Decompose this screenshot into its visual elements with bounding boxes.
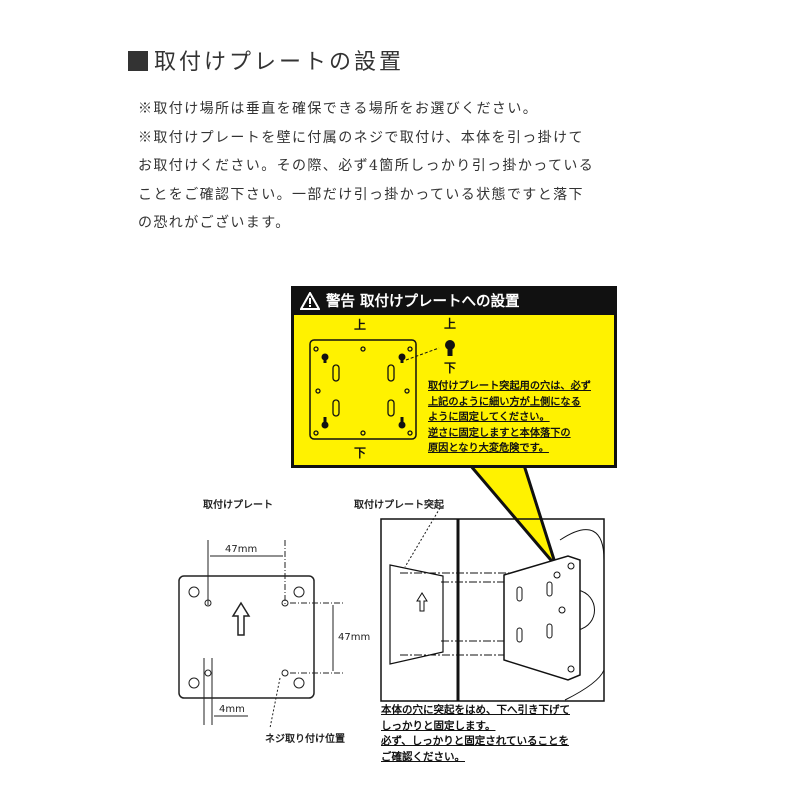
note-line: ※取付け場所は垂直を確保できる場所をお選びください。 xyxy=(138,101,539,117)
svg-text:上: 上 xyxy=(354,317,366,332)
warning-line: 原因となり大変危険です。 xyxy=(428,443,549,454)
note-line: ことをご確認下さい。一部だけ引っ掛かっている状態ですと落下 xyxy=(138,186,584,203)
warning-text: 取付けプレート突起用の穴は、必ず 上記のように細い方が上側になる ように固定して… xyxy=(428,379,591,457)
warning-box: 警告 取付けプレートへの設置 上 下 上 下 取付けプレート突起用の穴は、必ず … xyxy=(291,286,617,468)
plate-orientation-illustration: 上 下 上 下 xyxy=(309,316,456,460)
svg-text:下: 下 xyxy=(354,446,366,460)
page-title: 取付けプレートの設置 xyxy=(128,44,404,76)
warning-header: 警告 取付けプレートへの設置 xyxy=(294,289,614,315)
warning-line: 取付けプレート突起用の穴は、必ず xyxy=(428,381,591,392)
plate-diagram-label: 取付けプレート xyxy=(203,500,273,511)
square-bullet-icon xyxy=(128,51,148,71)
note-line: ※取付けプレートを壁に付属のネジで取付け、本体を引っ掛けて xyxy=(138,129,584,146)
notes: ※取付け場所は垂直を確保できる場所をお選びください。 ※取付けプレートを壁に付属… xyxy=(138,95,658,238)
note-line: お取付けください。その際、必ず4箇所しっかり引っ掛かっている xyxy=(138,158,595,174)
warning-triangle-icon xyxy=(299,290,321,310)
note-line: の恐れがございます。 xyxy=(138,215,291,231)
instruction-line: ご確認ください。 xyxy=(381,750,465,763)
warning-line: 逆さに固定しますと本体落下の xyxy=(428,427,571,439)
mount-instructions: 本体の穴に突起をはめ、下へ引き下げて しっかりと固定します。 必ず、しっかりと固… xyxy=(381,703,570,765)
offset-dimension: 4mm xyxy=(219,704,245,715)
screw-position-label: ネジ取り付け位置 xyxy=(265,734,345,745)
warning-line: 上記のように細い方が上側になる xyxy=(428,396,581,408)
svg-text:下: 下 xyxy=(444,361,456,375)
height-dimension: 47mm xyxy=(338,632,371,643)
warning-title: 警告 取付けプレートへの設置 xyxy=(326,294,520,310)
warning-line: ように固定してください。 xyxy=(428,412,550,423)
instruction-line: 必ず、しっかりと固定されていることを xyxy=(381,735,569,747)
mount-diagram-label: 取付けプレート突起 xyxy=(354,500,444,511)
instruction-line: しっかりと固定します。 xyxy=(381,719,496,732)
width-dimension: 47mm xyxy=(225,544,258,555)
svg-text:上: 上 xyxy=(444,316,456,331)
instruction-line: 本体の穴に突起をはめ、下へ引き下げて xyxy=(381,704,570,716)
page-title-text: 取付けプレートの設置 xyxy=(154,50,405,75)
